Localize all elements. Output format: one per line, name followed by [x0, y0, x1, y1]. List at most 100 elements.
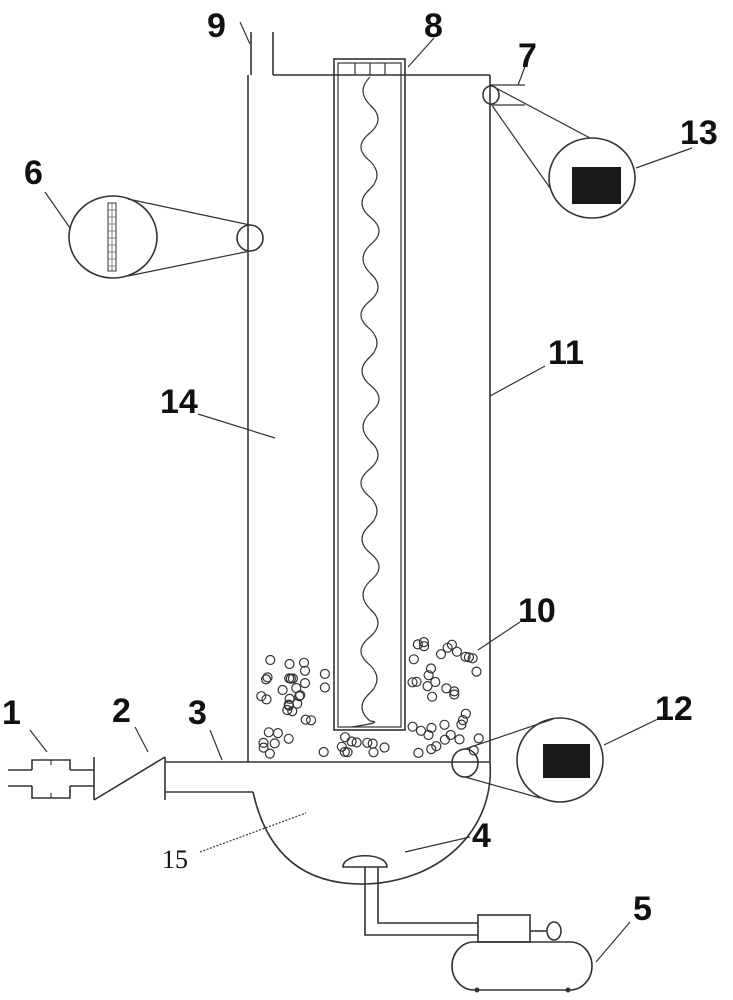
label-5: 5 [633, 890, 652, 928]
particle [283, 733, 294, 744]
particle [282, 704, 293, 716]
particle [407, 721, 418, 732]
outlet-pipe [490, 84, 525, 106]
particle [411, 676, 422, 687]
label-15: 15 [162, 845, 188, 874]
particle [435, 649, 447, 660]
particle [439, 719, 450, 730]
particle [460, 708, 471, 719]
particle [368, 747, 379, 758]
particle [269, 738, 280, 749]
particle [445, 729, 456, 741]
exhaust-pipe [250, 32, 274, 75]
reactor-column [247, 74, 491, 763]
aeration-diffuser [342, 855, 478, 936]
particle [473, 733, 484, 744]
particle [340, 732, 351, 743]
particle [319, 682, 330, 693]
particle [298, 657, 310, 668]
particle [351, 737, 362, 748]
particle [413, 747, 424, 759]
particle [427, 691, 438, 702]
particle [441, 683, 452, 694]
particle [263, 727, 274, 738]
detail-view-13 [482, 85, 636, 219]
particle [415, 725, 427, 736]
label-3: 3 [188, 694, 207, 732]
particle [431, 741, 442, 752]
particle [283, 699, 294, 710]
label-13: 13 [680, 114, 718, 152]
particle [367, 738, 378, 749]
particle [423, 670, 434, 681]
particle [426, 722, 437, 734]
label-7: 7 [518, 37, 537, 75]
particle [299, 677, 311, 689]
check-valve [93, 756, 166, 801]
label-6: 6 [24, 154, 43, 192]
inner-tube [333, 58, 406, 731]
label-1: 1 [2, 694, 21, 732]
particle [299, 665, 311, 676]
particle [457, 714, 468, 726]
particle [265, 654, 276, 666]
particle [408, 654, 419, 665]
particle [422, 680, 433, 692]
particle [258, 742, 269, 753]
particle [442, 642, 453, 653]
particle [426, 743, 437, 755]
particle [454, 734, 465, 745]
particle [284, 693, 295, 705]
label-4: 4 [472, 817, 491, 855]
particle [256, 691, 267, 702]
particle [342, 747, 353, 758]
detail-view-6 [68, 195, 264, 279]
label-11: 11 [548, 334, 584, 372]
particle [412, 639, 423, 650]
particle [336, 741, 347, 752]
particle [285, 673, 296, 684]
particle [346, 736, 357, 747]
particle [425, 663, 437, 674]
label-10: 10 [518, 592, 556, 630]
label-14: 14 [160, 383, 198, 421]
detail-view-12 [451, 717, 604, 803]
particle [449, 689, 460, 700]
particle [264, 748, 275, 759]
leader-lines [29, 21, 693, 963]
particle [306, 715, 317, 726]
label-8: 8 [424, 7, 443, 45]
particle [419, 641, 430, 652]
particle [261, 694, 272, 705]
particle [407, 677, 418, 688]
particle [418, 636, 429, 648]
pipe-flange [8, 759, 94, 799]
bottom-chamber [165, 761, 492, 885]
label-12: 12 [655, 690, 693, 728]
particle [451, 646, 462, 657]
particle [471, 666, 482, 677]
particle [319, 668, 330, 680]
particle [284, 658, 295, 670]
particle [295, 690, 306, 701]
air-compressor [451, 914, 593, 993]
particle [261, 674, 272, 685]
mesh-block-icon [572, 167, 621, 204]
particle [318, 746, 329, 758]
mesh-block-icon [543, 744, 590, 778]
particle [262, 672, 273, 683]
particle [277, 684, 288, 696]
particle [379, 742, 390, 753]
particle [300, 714, 311, 725]
wave-spring [351, 76, 380, 728]
particle [463, 652, 474, 663]
particle [362, 737, 373, 748]
filler-particles [256, 636, 484, 759]
particle [423, 729, 434, 741]
particle [467, 653, 478, 664]
particle [258, 737, 269, 749]
particle [460, 651, 471, 662]
particle [272, 727, 283, 739]
